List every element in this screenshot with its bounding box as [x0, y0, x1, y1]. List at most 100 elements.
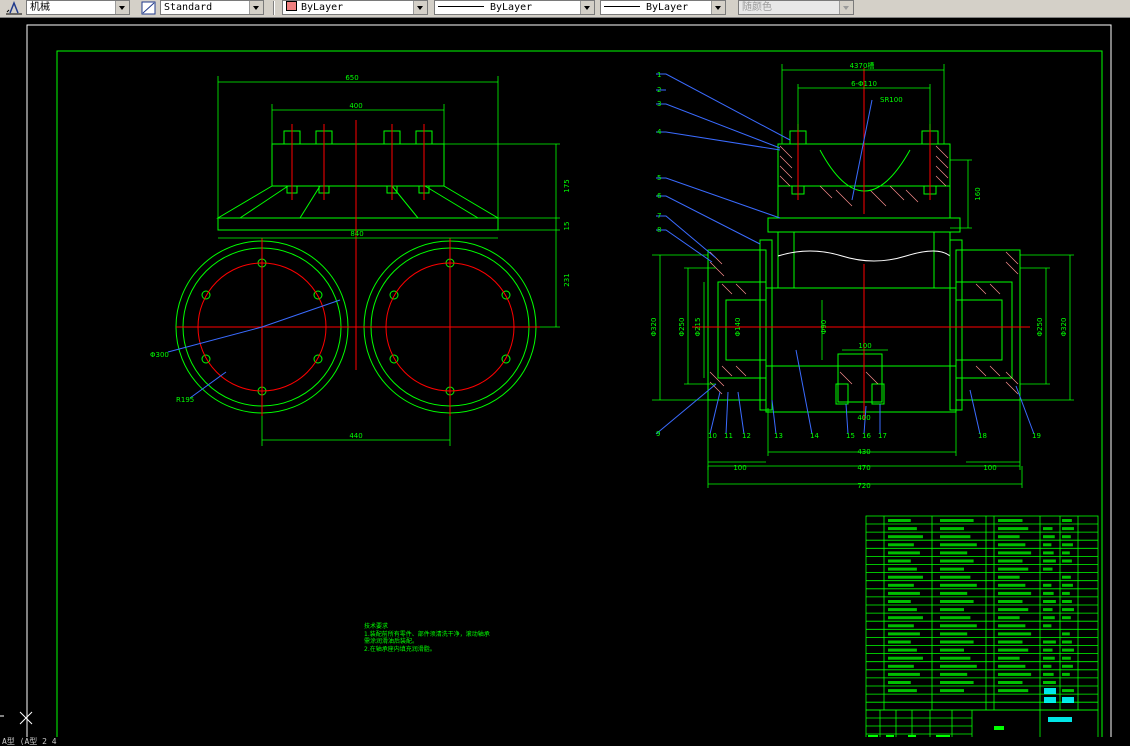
- dim-6-holes: 6-Φ110: [851, 80, 877, 88]
- callout-number: 18: [978, 432, 987, 440]
- chevron-down-icon[interactable]: [711, 1, 725, 14]
- callout-number: 9: [656, 430, 660, 438]
- parts-list-cell-text: [1043, 583, 1052, 587]
- parts-list-cell-text: [1043, 672, 1054, 676]
- chevron-down-icon[interactable]: [249, 1, 263, 14]
- parts-list-cell-text: [940, 664, 977, 668]
- parts-list-cell-text: [940, 624, 977, 628]
- callout-number: 17: [878, 432, 887, 440]
- parts-list-cell-text: [1043, 608, 1053, 612]
- parts-list-cell-text: [940, 567, 964, 571]
- layout-tabs-text: A型 ⟨A型 2 4: [2, 737, 57, 746]
- parts-list-cell-text: [940, 559, 974, 563]
- parts-list-cell-text: [1062, 583, 1073, 587]
- parts-list-highlights: [1044, 688, 1074, 722]
- parts-list-cell-text: [998, 656, 1020, 660]
- parts-list-cell-text: [1062, 551, 1070, 555]
- right-view-leaders: [655, 73, 1035, 435]
- parts-list-cell-text: [940, 575, 971, 579]
- parts-list-cell-text: [998, 664, 1026, 668]
- notes-line: 1.装配前所有零件、部件须清洗干净，滚动轴承: [364, 630, 490, 638]
- parts-list-cell-text: [1062, 640, 1072, 644]
- plot-style-select[interactable]: 随颜色: [738, 0, 854, 15]
- parts-list-cell-text: [998, 527, 1029, 531]
- callout-number: 8: [657, 226, 661, 234]
- parts-list-cell-text: [888, 689, 917, 693]
- lineweight-select[interactable]: ByLayer: [600, 0, 726, 15]
- dim-100-center: 100: [858, 342, 871, 350]
- parts-list-cell-text: [1062, 664, 1073, 668]
- chevron-down-icon[interactable]: [580, 1, 594, 14]
- parts-list-cell-text: [888, 616, 923, 620]
- dim-dia-320-right: Φ320: [1060, 318, 1068, 337]
- chevron-down-icon[interactable]: [413, 1, 427, 14]
- outer-frame: [26, 24, 1112, 737]
- lineweight-value: ByLayer: [646, 2, 689, 13]
- parts-list-cell-text: [1062, 656, 1071, 660]
- parts-list-cell-text: [998, 672, 1032, 676]
- parts-list-cell-text: [940, 648, 964, 652]
- parts-list-cell-text: [1062, 632, 1070, 636]
- dim-840: 840: [350, 230, 363, 238]
- parts-list-cell-text: [1043, 600, 1056, 603]
- parts-list-cell-text: [1043, 664, 1052, 668]
- dim-430: 430: [857, 448, 870, 456]
- parts-list-cell-text: [1062, 608, 1074, 612]
- linetype-value: ByLayer: [490, 2, 533, 13]
- parts-list-cell-text: [998, 591, 1032, 595]
- parts-list-cell-text: [1043, 640, 1056, 644]
- parts-list-cell-text: [888, 664, 914, 668]
- toolbar-separator: [273, 1, 275, 15]
- parts-list-cell-text: [998, 575, 1020, 579]
- layout-tabs[interactable]: A型 ⟨A型 2 4: [0, 737, 132, 746]
- parts-list-cell-text: [1062, 575, 1071, 579]
- parts-list-cell-text: [1043, 543, 1052, 547]
- parts-list-cell-text: [1043, 616, 1055, 620]
- text-style-icon[interactable]: [4, 0, 22, 16]
- dim-style-select[interactable]: Standard: [160, 0, 264, 15]
- parts-list-cell-text: [998, 681, 1023, 684]
- parts-list-cell-text: [888, 575, 923, 579]
- ucs-icon: [0, 711, 33, 725]
- parts-list-cell-text: [998, 535, 1020, 539]
- linetype-sample-icon: [438, 6, 484, 7]
- chevron-down-icon[interactable]: [839, 1, 853, 14]
- dim-dia-250-left: Φ250: [678, 318, 686, 337]
- dim-style-icon[interactable]: [140, 0, 156, 16]
- parts-list-cell-text: [940, 551, 968, 555]
- dim-100-right: 100: [983, 464, 996, 472]
- parts-list-cell-text: [998, 567, 1029, 571]
- bearing-seat-arc: [819, 149, 911, 192]
- parts-list-cell-text: [1062, 527, 1074, 531]
- parts-list-cell-text: [1043, 648, 1053, 652]
- parts-list-cell-text: [888, 567, 917, 571]
- callout-number: 5: [657, 174, 661, 182]
- left-view-dims: [217, 76, 560, 446]
- chevron-down-icon[interactable]: [115, 1, 129, 14]
- callout-number: 3: [657, 100, 661, 108]
- dim-dia-300: Φ300: [150, 351, 169, 359]
- parts-list-cell-text: [1062, 689, 1074, 693]
- dim-650: 650: [345, 74, 358, 82]
- drawing-canvas[interactable]: 650 400 175 15 840 231 440 Φ300 R195: [0, 17, 1130, 737]
- callout-number: 12: [742, 432, 751, 440]
- callout-number: 16: [862, 432, 871, 440]
- parts-list-cell-text: [1062, 648, 1074, 652]
- dim-470: 470: [857, 464, 870, 472]
- parts-list-cell-text: [1043, 624, 1052, 628]
- parts-list-cell-text: [998, 519, 1023, 522]
- dim-160: 160: [974, 187, 982, 200]
- parts-list-cell-text: [1062, 519, 1072, 522]
- dim-175: 175: [563, 179, 571, 192]
- right-view-redlines: [692, 68, 1030, 420]
- parts-list-cell-text: [1043, 535, 1055, 539]
- text-style-select[interactable]: 机械: [26, 0, 130, 15]
- parts-list-cell-text: [998, 583, 1026, 587]
- parts-list-cell-text: [998, 559, 1023, 563]
- parts-list-cell-text: [998, 600, 1023, 603]
- linetype-select[interactable]: ByLayer: [434, 0, 595, 15]
- parts-list-cell-text: [940, 689, 964, 693]
- parts-list-cell-text: [1062, 535, 1071, 539]
- layer-color-select[interactable]: ByLayer: [282, 0, 428, 15]
- parts-list-cell-text: [998, 624, 1026, 628]
